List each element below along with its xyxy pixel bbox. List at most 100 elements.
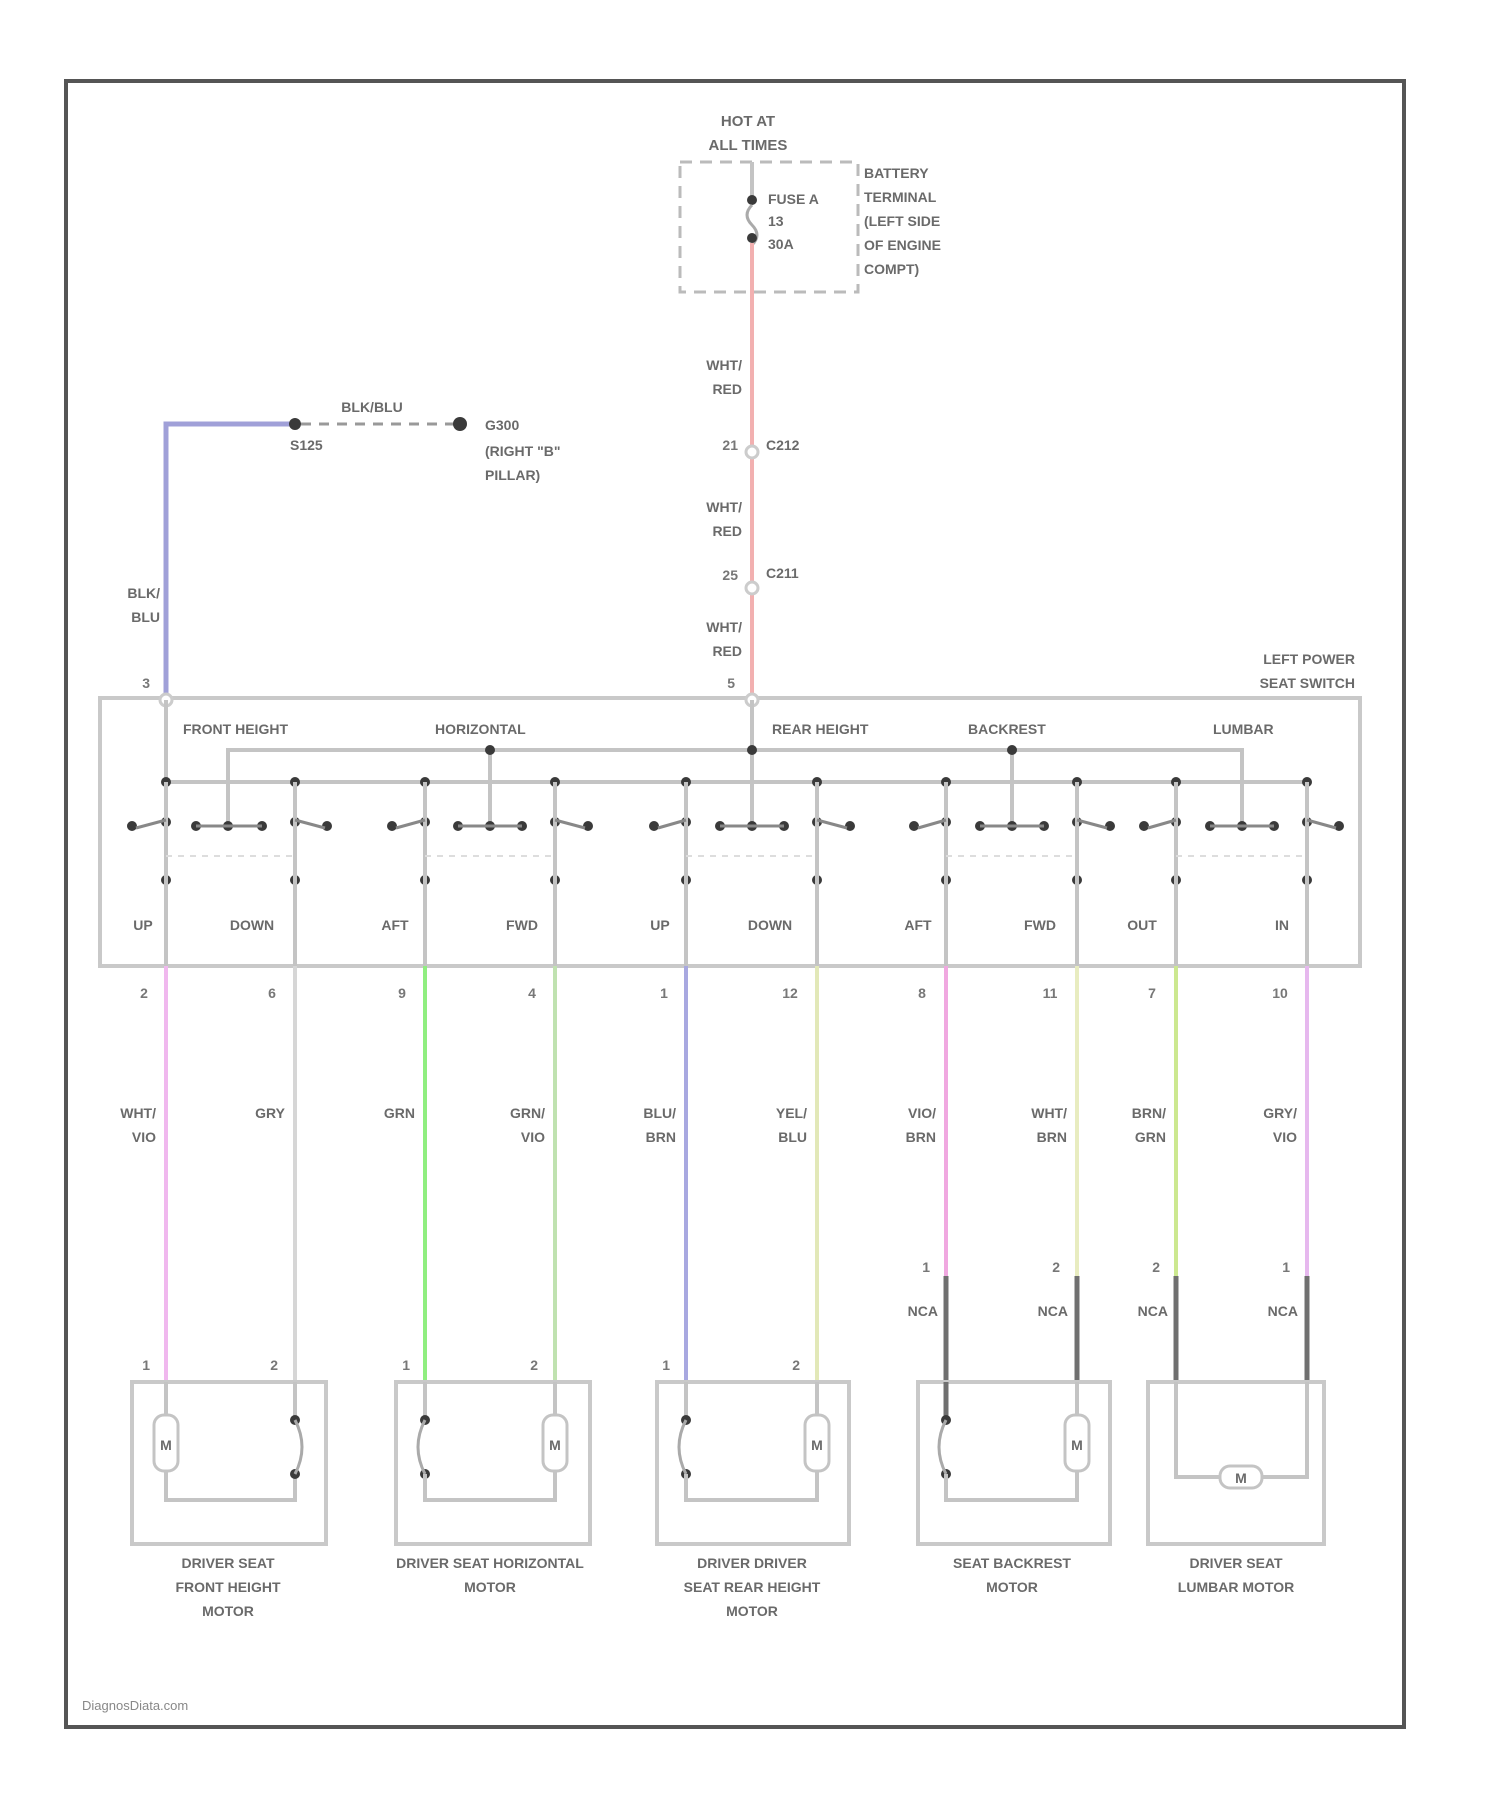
feed-wire-label: RED: [712, 381, 742, 397]
circuit-breaker-icon: [937, 1419, 948, 1475]
fuse-number: 13: [768, 213, 784, 229]
feed-wire-label: WHT/: [706, 499, 742, 515]
motor-icon: [803, 1413, 831, 1473]
svg-text:UP: UP: [650, 917, 669, 933]
fuse-location-1: BATTERY: [864, 165, 929, 181]
svg-text:M: M: [1235, 1470, 1247, 1486]
ground-wire-label: BLK/BLU: [341, 399, 402, 415]
section-rear-height: REAR HEIGHT: [772, 721, 869, 737]
svg-text:DOWN: DOWN: [230, 917, 274, 933]
svg-text:2: 2: [270, 1357, 278, 1373]
ground-name: G300: [485, 417, 519, 433]
svg-text:FWD: FWD: [1024, 917, 1056, 933]
svg-text:1: 1: [142, 1357, 150, 1373]
svg-text:GRN/: GRN/: [510, 1105, 545, 1121]
motor-icon: [541, 1413, 569, 1473]
ground-bus: [164, 700, 1309, 826]
section-horizontal: HORIZONTAL: [435, 721, 526, 737]
switch-title: LEFT POWER: [1263, 651, 1355, 667]
fuse-rating: 30A: [768, 236, 794, 252]
fuse-location-5: COMPT): [864, 261, 919, 277]
splice-label: S125: [290, 437, 323, 453]
svg-text:2: 2: [792, 1357, 800, 1373]
svg-text:UP: UP: [133, 917, 152, 933]
svg-text:SEAT REAR HEIGHT: SEAT REAR HEIGHT: [684, 1579, 821, 1595]
svg-text:M: M: [160, 1437, 172, 1453]
ground-feed-label: BLU: [131, 609, 160, 625]
svg-text:GRY: GRY: [255, 1105, 285, 1121]
svg-text:VIO: VIO: [521, 1129, 545, 1145]
svg-text:FWD: FWD: [506, 917, 538, 933]
svg-text:BRN: BRN: [906, 1129, 936, 1145]
left-power-seat-switch: [98, 696, 1362, 968]
motor-labels: DRIVER SEAT FRONT HEIGHT MOTOR DRIVER SE…: [176, 1555, 1295, 1619]
ground-location: PILLAR): [485, 467, 540, 483]
splice-s125: [289, 418, 301, 430]
motor-backrest: M: [916, 1380, 1112, 1546]
svg-text:NCA: NCA: [908, 1303, 938, 1319]
svg-text:BRN: BRN: [1037, 1129, 1067, 1145]
svg-text:MOTOR: MOTOR: [986, 1579, 1038, 1595]
svg-text:10: 10: [1272, 985, 1288, 1001]
connector-pin: 21: [722, 437, 738, 453]
svg-text:BRN: BRN: [646, 1129, 676, 1145]
svg-text:1: 1: [662, 1357, 670, 1373]
hot-at-label: HOT AT: [721, 113, 775, 130]
feed-wire-label: RED: [712, 523, 742, 539]
ground-wire: [163, 421, 295, 698]
feed-wire-label: WHT/: [706, 357, 742, 373]
svg-text:2: 2: [1152, 1259, 1160, 1275]
svg-text:VIO: VIO: [132, 1129, 156, 1145]
svg-text:OUT: OUT: [1127, 917, 1157, 933]
feed-wire-label: WHT/: [706, 619, 742, 635]
output-wires: [164, 966, 1309, 1380]
connector-c212: [744, 444, 760, 460]
svg-text:BLU: BLU: [778, 1129, 807, 1145]
svg-text:NCA: NCA: [1138, 1303, 1168, 1319]
circuit-breaker-icon: [416, 1419, 427, 1475]
motor-rear-height: M: [655, 1380, 851, 1546]
output-wire-labels: 2 6 9 4 1 12 8 11 7 10 WHT/ VIO GRY GRN …: [120, 985, 1297, 1145]
power-bus: [226, 748, 1244, 826]
svg-text:8: 8: [918, 985, 926, 1001]
fuse-block: [678, 160, 860, 294]
svg-text:YEL/: YEL/: [776, 1105, 807, 1121]
svg-text:NCA: NCA: [1268, 1303, 1298, 1319]
svg-text:4: 4: [528, 985, 536, 1001]
svg-text:MOTOR: MOTOR: [202, 1603, 254, 1619]
svg-text:GRY/: GRY/: [1263, 1105, 1297, 1121]
fuse-label: FUSE A: [768, 191, 819, 207]
switch-power-pin: 5: [727, 675, 735, 691]
svg-text:MOTOR: MOTOR: [464, 1579, 516, 1595]
svg-text:DRIVER SEAT: DRIVER SEAT: [181, 1555, 275, 1571]
svg-text:M: M: [549, 1437, 561, 1453]
ground-location: (RIGHT "B": [485, 443, 561, 459]
fuse-location-2: TERMINAL: [864, 189, 937, 205]
svg-text:11: 11: [1043, 985, 1058, 1001]
svg-text:7: 7: [1148, 985, 1156, 1001]
svg-text:VIO/: VIO/: [908, 1105, 936, 1121]
feed-wire-label: RED: [712, 643, 742, 659]
svg-text:MOTOR: MOTOR: [726, 1603, 778, 1619]
ground-g300: [453, 417, 467, 431]
connector-c211: [744, 580, 760, 596]
switch-ground-pin: 3: [142, 675, 150, 691]
svg-text:NCA: NCA: [1038, 1303, 1068, 1319]
svg-text:12: 12: [782, 985, 798, 1001]
svg-text:AFT: AFT: [381, 917, 409, 933]
nca-wires: 1 2 2 1 NCA NCA NCA NCA: [908, 1259, 1310, 1384]
section-lumbar: LUMBAR: [1213, 721, 1274, 737]
svg-text:BLU/: BLU/: [643, 1105, 676, 1121]
motor-pin-labels: 1 2 1 2 1 2: [142, 1357, 800, 1373]
svg-text:1: 1: [922, 1259, 930, 1275]
fuse-terminal-bottom: [747, 233, 757, 243]
circuit-breaker-icon: [677, 1419, 688, 1475]
svg-text:2: 2: [140, 985, 148, 1001]
svg-text:IN: IN: [1275, 917, 1289, 933]
motor-horizontal: M: [394, 1380, 592, 1546]
svg-text:WHT/: WHT/: [1031, 1105, 1067, 1121]
svg-text:DRIVER DRIVER: DRIVER DRIVER: [697, 1555, 807, 1571]
motor-front-height: M: [130, 1380, 328, 1546]
fuse-location-4: OF ENGINE: [864, 237, 941, 253]
